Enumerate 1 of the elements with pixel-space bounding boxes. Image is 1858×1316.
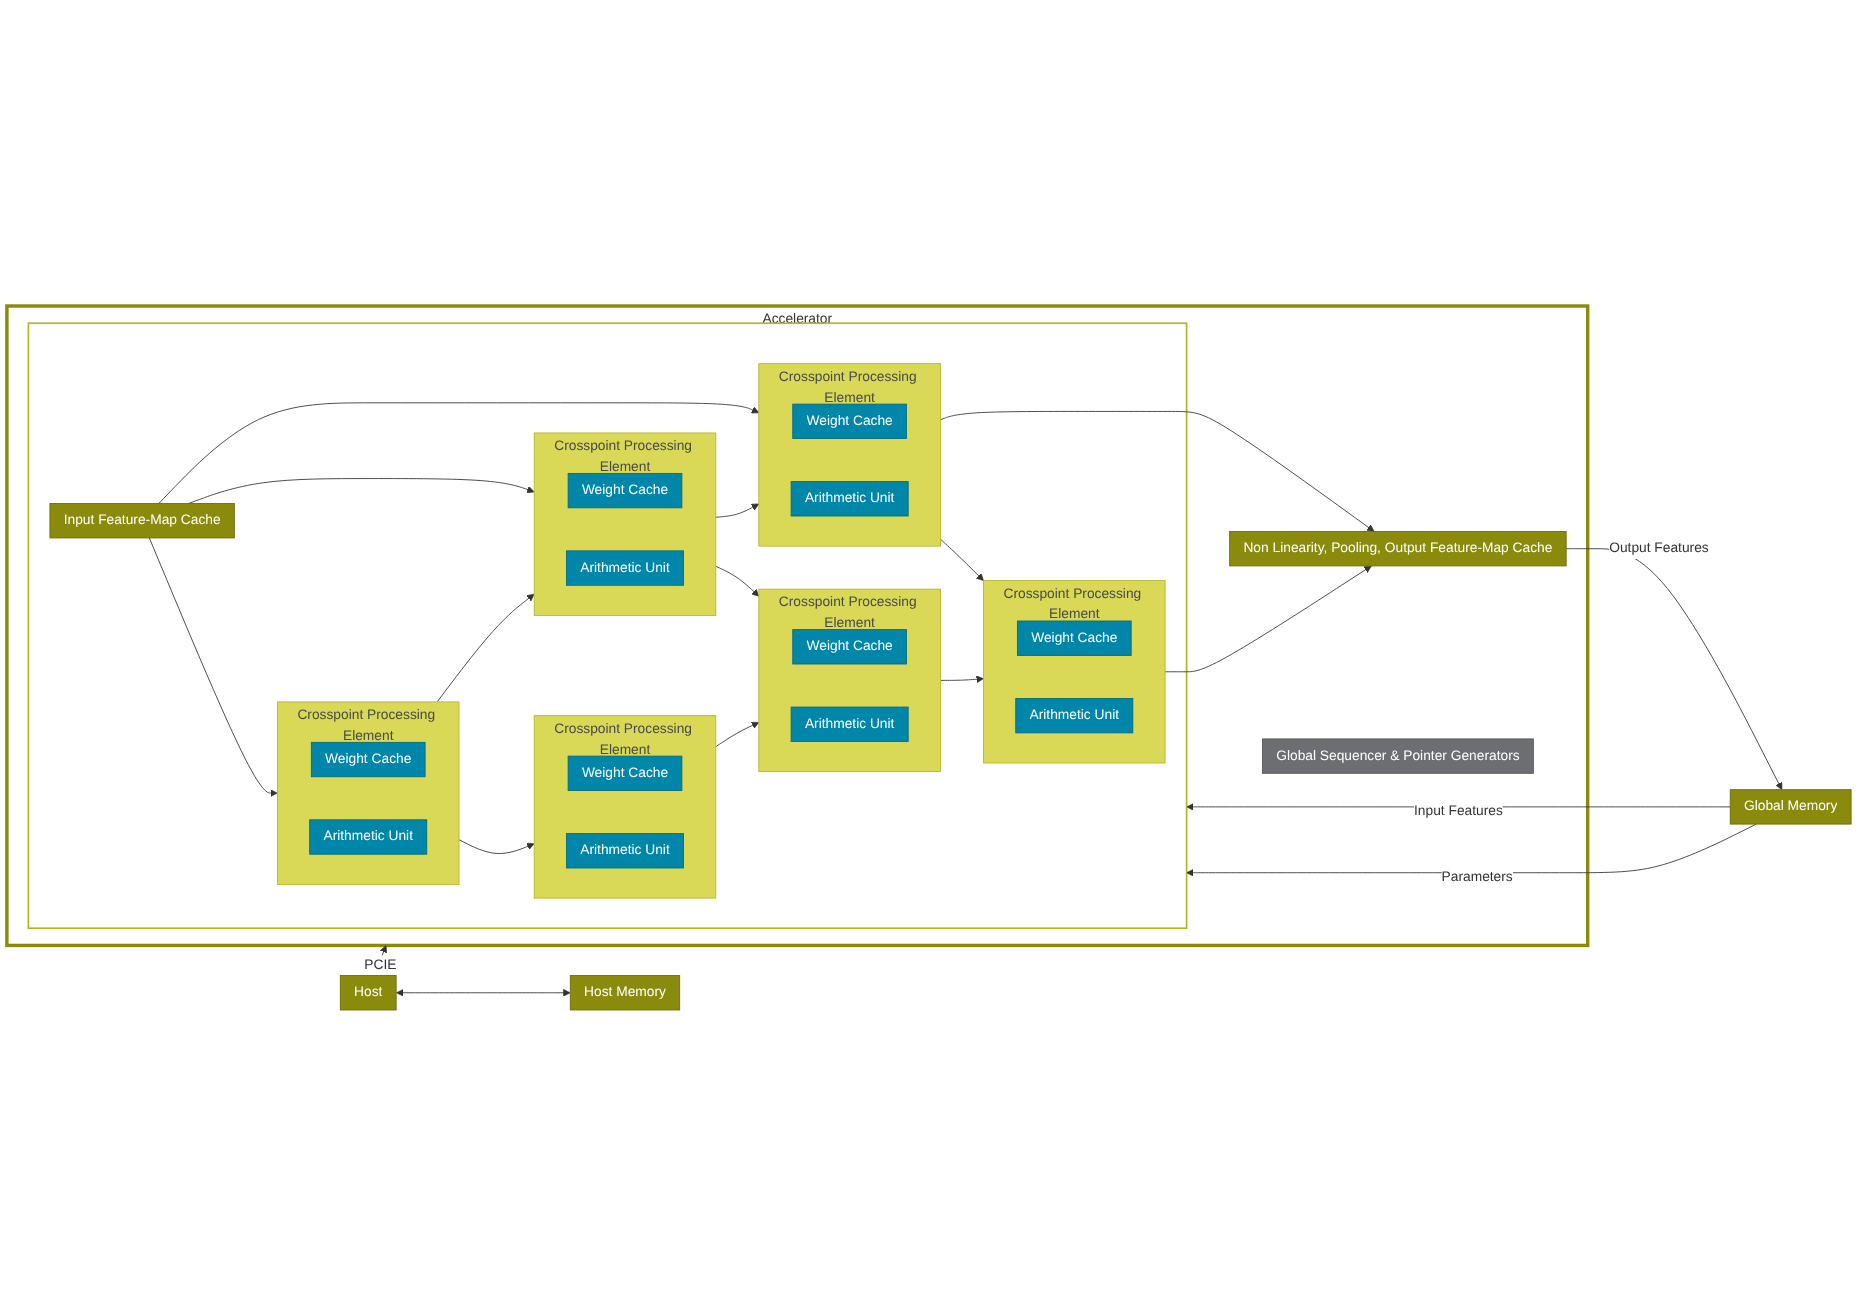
cluster bbox=[27, 322, 1188, 930]
